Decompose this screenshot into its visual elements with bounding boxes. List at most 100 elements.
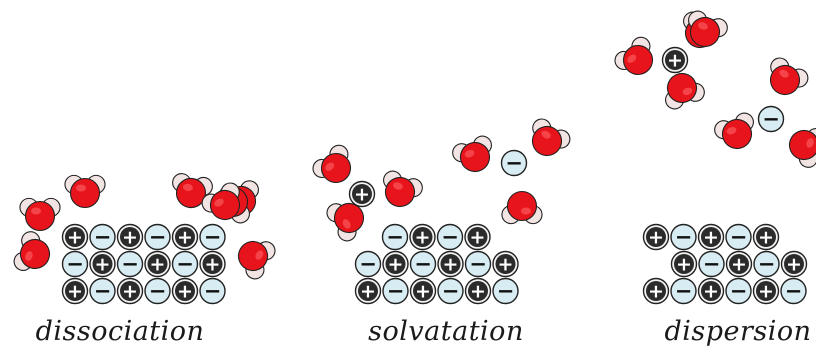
cation-sign: + <box>360 281 376 303</box>
anion-sign: − <box>785 279 803 303</box>
cation-sign: + <box>470 227 486 249</box>
water-molecule <box>665 72 705 110</box>
oxygen-atom <box>788 129 816 161</box>
cation-ion: + <box>642 277 670 305</box>
cation-sign: + <box>205 254 221 276</box>
cation-ion: + <box>780 250 808 278</box>
oxygen-atom <box>689 16 721 48</box>
anion-sign: − <box>94 225 112 249</box>
water-molecule <box>688 10 728 48</box>
anion-sign: − <box>675 225 693 249</box>
anion-sign: − <box>94 279 112 303</box>
caption-dispersion: dispersion <box>664 316 812 347</box>
anion-sign: − <box>176 252 194 276</box>
anion-sign: − <box>414 252 432 276</box>
free-cation: + <box>348 180 376 208</box>
oxygen-atom <box>24 200 56 232</box>
ion-crystal: +−+−+−−+−+−++−+−+− <box>61 223 226 305</box>
anion-ion: − <box>144 277 171 305</box>
cation-ion: + <box>382 250 409 278</box>
anion-sign: − <box>204 225 222 249</box>
free-anion: − <box>757 105 785 133</box>
cation-ion: + <box>464 277 492 305</box>
anion-sign: − <box>758 252 776 276</box>
anion-sign: − <box>66 252 84 276</box>
cation-ion: + <box>670 250 698 278</box>
oxygen-atom <box>622 44 654 76</box>
cation-sign: + <box>354 184 370 206</box>
cation-sign: + <box>67 281 83 303</box>
cation-ion: + <box>697 277 725 305</box>
water-molecule <box>788 128 816 168</box>
anion-ion: − <box>437 277 464 305</box>
water-molecule <box>501 190 543 225</box>
anion-ion: − <box>144 223 171 251</box>
anion-sign: − <box>387 279 405 303</box>
caption-solvatation: solvatation <box>368 316 524 347</box>
anion-sign: − <box>441 225 459 249</box>
cation-ion: + <box>409 277 437 305</box>
water-molecule <box>172 173 213 209</box>
anion-ion: − <box>670 223 697 251</box>
cation-ion: + <box>409 223 436 251</box>
oxygen-atom <box>320 152 352 184</box>
panel-solvatation: −+−+−+−+−++−+−+−+− <box>312 118 571 305</box>
anion-ion: − <box>382 277 409 305</box>
cation-sign: + <box>415 227 431 249</box>
cation-sign: + <box>388 254 404 276</box>
water-molecule <box>383 170 423 208</box>
cation-sign: + <box>177 281 193 303</box>
cation-sign: + <box>122 227 138 249</box>
anion-ion: − <box>381 223 409 251</box>
water-molecule <box>312 144 352 184</box>
cation-sign: + <box>731 254 747 276</box>
anion-sign: − <box>386 225 404 249</box>
cation-sign: + <box>443 254 459 276</box>
cation-sign: + <box>498 254 514 276</box>
anion-ion: − <box>725 223 752 251</box>
anion-ion: − <box>780 277 807 305</box>
cation-sign: + <box>470 281 486 303</box>
oxygen-atom <box>237 240 269 272</box>
oxygen-atom <box>721 118 753 150</box>
anion-ion: − <box>199 277 226 305</box>
cation-ion: + <box>492 250 519 278</box>
anion-sign: − <box>505 151 523 175</box>
anion-ion: − <box>492 277 519 305</box>
cation-ion: + <box>171 277 199 305</box>
water-molecule <box>13 231 51 271</box>
anion-ion: − <box>61 250 89 278</box>
cation-ion: + <box>199 250 226 278</box>
water-molecule <box>769 57 809 96</box>
oxygen-atom <box>69 177 101 209</box>
cation-ion: + <box>354 277 382 305</box>
anion-sign: − <box>442 279 460 303</box>
anion-ion: − <box>409 250 437 278</box>
cation-sign: + <box>95 254 111 276</box>
water-molecule <box>326 202 365 242</box>
anion-sign: − <box>359 252 377 276</box>
cation-ion: + <box>116 277 144 305</box>
anion-ion: − <box>171 250 199 278</box>
cation-sign: + <box>667 50 683 72</box>
anion-ion: − <box>670 277 697 305</box>
cation-sign: + <box>122 281 138 303</box>
anion-ion: − <box>753 250 780 278</box>
panel-dispersion: +−+−++−+−++−+−+−+− <box>614 10 816 305</box>
cation-sign: + <box>703 227 719 249</box>
cation-sign: + <box>177 227 193 249</box>
cation-ion: + <box>61 277 89 305</box>
cation-ion: + <box>697 223 725 251</box>
anion-ion: − <box>199 223 226 251</box>
anion-sign: − <box>730 279 748 303</box>
water-molecule <box>714 112 754 150</box>
anion-sign: − <box>762 107 780 131</box>
anion-ion: − <box>725 277 752 305</box>
cation-ion: + <box>171 223 199 251</box>
cation-ion: + <box>725 250 753 278</box>
anion-sign: − <box>730 225 748 249</box>
cation-sign: + <box>758 227 774 249</box>
water-molecule <box>531 118 571 157</box>
cation-sign: + <box>703 281 719 303</box>
